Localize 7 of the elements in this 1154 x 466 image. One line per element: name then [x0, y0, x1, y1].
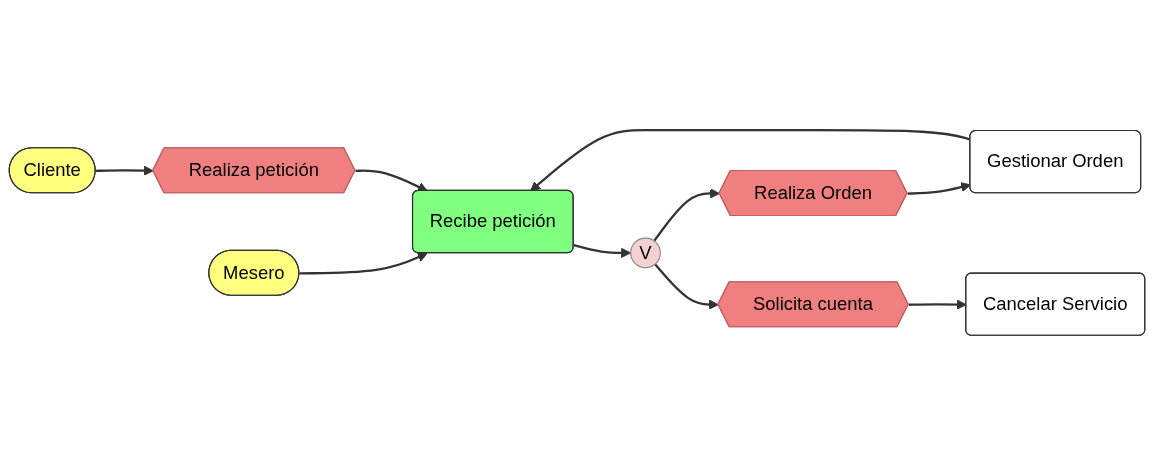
- node-circle: V: [630, 237, 661, 269]
- arrow: [299, 252, 428, 275]
- arrow: [653, 188, 721, 242]
- arrow: [907, 182, 971, 195]
- arrow: [654, 263, 719, 310]
- arrow: [95, 165, 154, 176]
- arrow: [355, 169, 428, 192]
